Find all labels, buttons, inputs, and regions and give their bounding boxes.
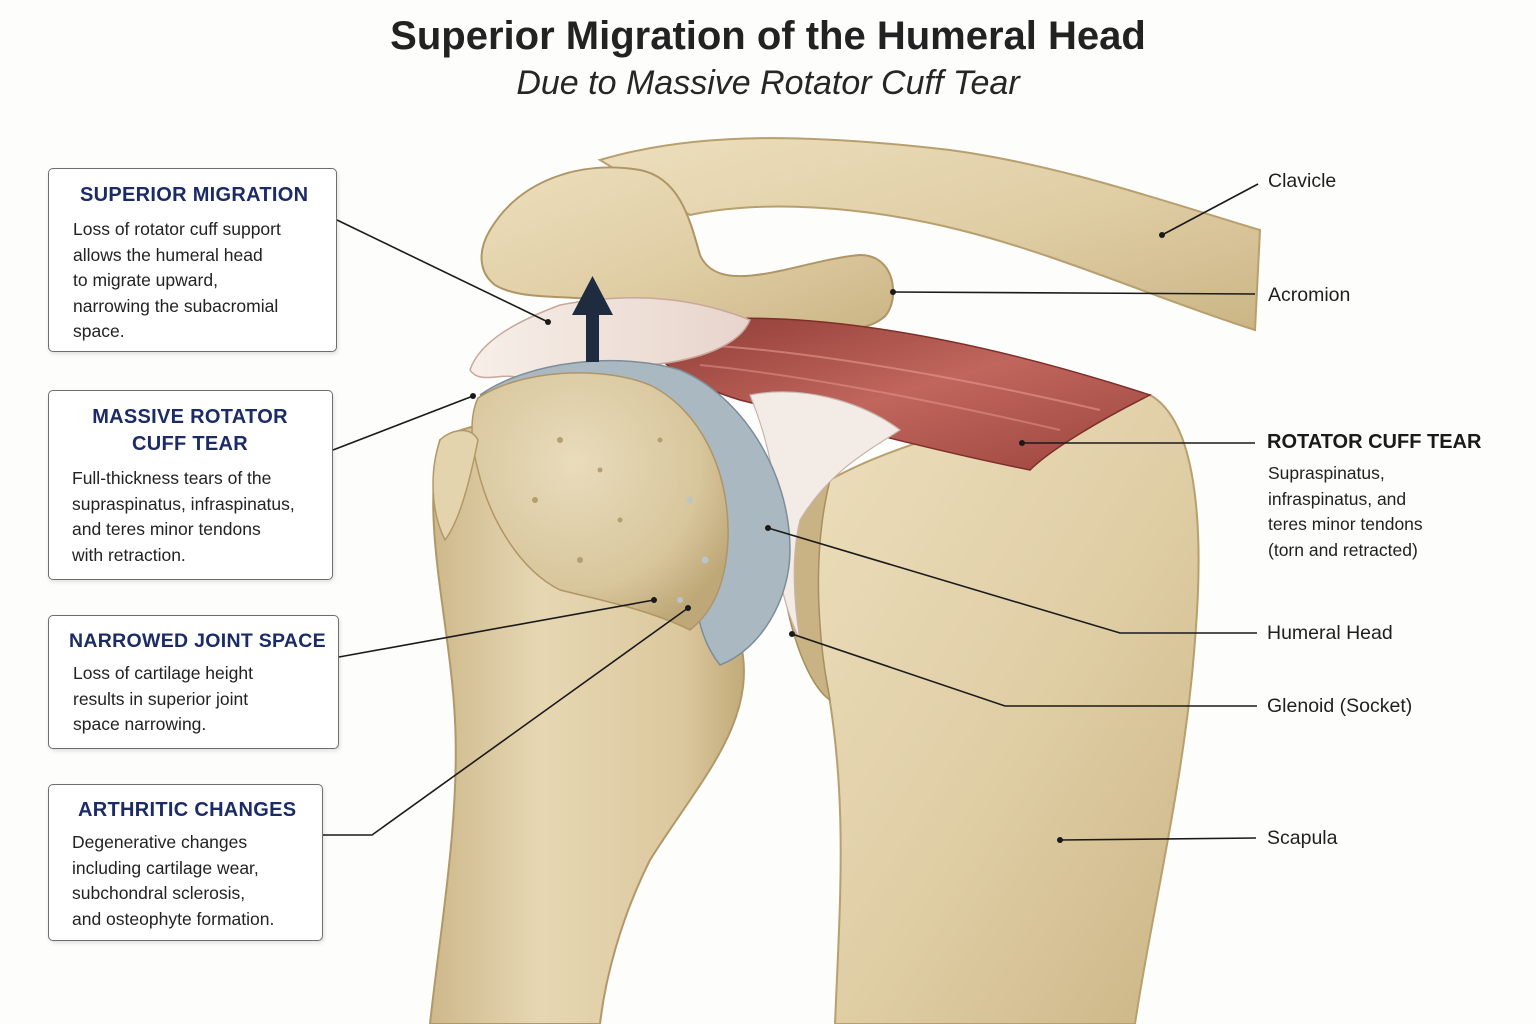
heading-line: CUFF TEAR bbox=[131, 433, 249, 455]
label-clavicle: Clavicle bbox=[1268, 170, 1337, 192]
label-humeral-head: Humeral Head bbox=[1267, 622, 1393, 644]
body-line: subchondral sclerosis, bbox=[72, 883, 246, 903]
leader-lines-right bbox=[767, 183, 1259, 841]
heading-line: ARTHRITIC CHANGES bbox=[78, 799, 297, 821]
desc-line: (torn and retracted) bbox=[1268, 539, 1418, 560]
callout-massive-cuff-tear: MASSIVE ROTATOR CUFF TEAR Full-thickness… bbox=[48, 390, 333, 580]
diagram-title: Superior Migration of the Humeral Head bbox=[390, 14, 1146, 58]
acromion-bone bbox=[480, 166, 894, 330]
body-line: and osteophyte formation. bbox=[72, 908, 275, 929]
callout-heading: MASSIVE ROTATOR CUFF TEAR bbox=[72, 404, 318, 458]
callout-narrowed-joint-space: NARROWED JOINT SPACE Loss of cartilage h… bbox=[48, 615, 339, 749]
callout-heading: ARTHRITIC CHANGES bbox=[72, 797, 312, 824]
scapula-bone bbox=[807, 393, 1200, 1024]
body-line: allows the humeral head bbox=[73, 244, 263, 265]
body-line: space narrowing. bbox=[73, 714, 207, 734]
callout-body: Loss of cartilage height results in supe… bbox=[69, 661, 328, 738]
osteophyte bbox=[701, 556, 709, 564]
osteophyte bbox=[687, 497, 693, 503]
humeral-head-bone bbox=[471, 372, 729, 631]
body-line: with retraction. bbox=[72, 544, 186, 565]
body-line: Degenerative changes bbox=[72, 832, 248, 852]
bone-pore bbox=[617, 517, 623, 523]
leader-superior-migration bbox=[336, 219, 549, 323]
bone-pore bbox=[597, 467, 603, 473]
superior-migration-arrow bbox=[572, 276, 613, 362]
desc-line: infraspinatus, and bbox=[1268, 488, 1407, 509]
callout-superior-migration: SUPERIOR MIGRATION Loss of rotator cuff … bbox=[48, 168, 337, 352]
bone-pore bbox=[557, 437, 563, 443]
body-line: including cartilage wear, bbox=[72, 857, 259, 878]
callout-heading: NARROWED JOINT SPACE bbox=[69, 628, 328, 655]
diagram-subtitle: Due to Massive Rotator Cuff Tear bbox=[516, 64, 1020, 102]
label-glenoid: Glenoid (Socket) bbox=[1267, 695, 1413, 717]
leader-dots-right bbox=[765, 232, 1165, 843]
clavicle-bone bbox=[597, 137, 1262, 332]
leader-clavicle bbox=[1161, 183, 1259, 236]
heading-line: MASSIVE ROTATOR bbox=[92, 406, 288, 428]
bone-pore bbox=[532, 497, 538, 503]
osteophyte bbox=[677, 597, 683, 603]
callout-arthritic-changes: ARTHRITIC CHANGES Degenerative changes i… bbox=[48, 784, 323, 941]
body-line: to migrate upward, bbox=[73, 270, 218, 290]
callout-body: Loss of rotator cuff support allows the … bbox=[73, 217, 322, 345]
heading-line: SUPERIOR MIGRATION bbox=[80, 184, 309, 206]
leader-scapula bbox=[1059, 837, 1257, 841]
body-line: results in superior joint bbox=[73, 688, 249, 709]
body-line: and teres minor tendons bbox=[72, 519, 261, 539]
muscle-fiber bbox=[699, 364, 1061, 431]
leader-glenoid bbox=[791, 633, 1257, 707]
label-acromion: Acromion bbox=[1268, 284, 1351, 306]
bone-pore bbox=[577, 557, 583, 563]
heading-line: NARROWED JOINT SPACE bbox=[69, 630, 326, 652]
callout-body: Full-thickness tears of the supraspinatu… bbox=[72, 466, 318, 568]
leader-arthritic bbox=[323, 607, 689, 836]
body-line: supraspinatus, infraspinatus, bbox=[72, 493, 295, 514]
leader-narrowed-joint bbox=[338, 599, 655, 658]
body-line: Loss of rotator cuff support bbox=[73, 219, 281, 239]
leader-lines-left bbox=[323, 219, 689, 836]
greater-tuberosity bbox=[432, 429, 479, 542]
leader-acromion bbox=[892, 291, 1256, 295]
body-line: space. bbox=[73, 321, 125, 341]
leader-cuff-tear bbox=[332, 395, 474, 451]
label-scapula: Scapula bbox=[1267, 827, 1338, 849]
callout-body: Degenerative changes including cartilage… bbox=[72, 830, 312, 932]
bone-pore bbox=[657, 437, 663, 443]
body-line: Loss of cartilage height bbox=[73, 663, 253, 683]
leader-humeral-head bbox=[767, 527, 1257, 634]
body-line: Full-thickness tears of the bbox=[72, 468, 272, 488]
label-rotator-cuff-tear: ROTATOR CUFF TEAR bbox=[1267, 431, 1482, 453]
leader-dots-left bbox=[470, 319, 691, 611]
desc-line: Supraspinatus, bbox=[1268, 463, 1385, 483]
callout-heading: SUPERIOR MIGRATION bbox=[73, 182, 322, 209]
desc-line: teres minor tendons bbox=[1268, 514, 1423, 534]
body-line: narrowing the subacromial bbox=[73, 295, 279, 316]
rotator-cuff-description: Supraspinatus, infraspinatus, and teres … bbox=[1268, 461, 1423, 563]
muscle-fiber bbox=[699, 344, 1101, 411]
